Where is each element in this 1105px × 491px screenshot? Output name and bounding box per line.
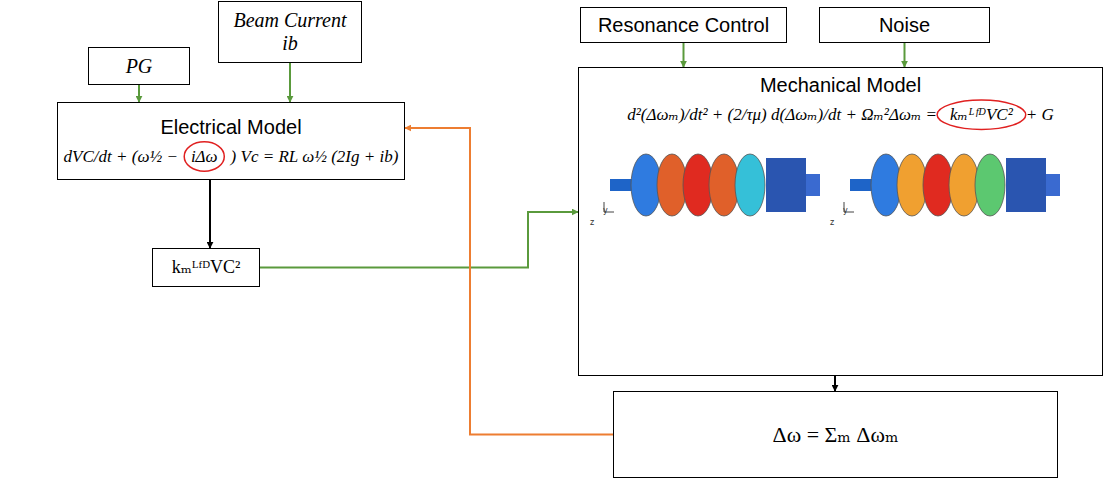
connector-arrow xyxy=(209,180,211,248)
model-box: Electrical Model dVC/dt + (ω½ − iΔω ) Vc = … xyxy=(57,102,405,180)
equation-part: dVC/dt + (ω½ − xyxy=(64,147,178,167)
box-title: Mechanical Model xyxy=(760,74,921,97)
equation-part: + G xyxy=(1026,105,1054,125)
input-box: Noise xyxy=(819,7,990,43)
axis-label: z xyxy=(590,218,594,227)
input-box: PG xyxy=(88,47,190,85)
sum-box: Δω = Σₘ Δωₘ xyxy=(613,391,1058,478)
equation-part: ) Vc = RL ω½ (2Ig + ib) xyxy=(231,147,399,167)
connector-arrow xyxy=(834,376,836,391)
cavity-cell xyxy=(709,154,739,216)
highlight-circle xyxy=(937,100,1026,129)
cavity-model xyxy=(844,154,1060,216)
model-box: Mechanical Model d²(Δωₘ)/dt² + (2/τμ) d(Δ… xyxy=(578,67,1103,376)
box-label: kₘᴸᶠᴰVC² xyxy=(164,255,249,280)
connector-arrow xyxy=(138,85,140,102)
box-label: Beam Current ib xyxy=(219,7,361,57)
equation: dVC/dt + (ω½ − iΔω ) Vc = RL ω½ (2Ig + ib) xyxy=(63,147,400,167)
equation-part: kₘᴸᶠᴰVC² xyxy=(950,105,1013,125)
cavity-cell xyxy=(871,154,901,216)
box-label: Resonance Control xyxy=(590,12,777,39)
flange xyxy=(806,174,820,196)
cavity-model xyxy=(604,154,820,216)
equation-part: iΔω xyxy=(191,147,218,167)
highlight-layer xyxy=(184,100,1026,171)
cavity-cell xyxy=(923,154,953,216)
cavity-cell xyxy=(975,154,1005,216)
cavity-cell xyxy=(631,154,661,216)
input-box: Resonance Control xyxy=(580,7,787,43)
axis-label: z xyxy=(830,218,834,227)
box-label: PG xyxy=(118,53,161,80)
term-box: kₘᴸᶠᴰVC² xyxy=(152,248,260,287)
box-title: Electrical Model xyxy=(160,116,301,139)
cavity-cell xyxy=(897,154,927,216)
box-label: Δω = Σₘ Δωₘ xyxy=(765,420,907,449)
beam-pipe xyxy=(850,179,874,191)
axis-label: y xyxy=(843,206,848,215)
connector-arrow xyxy=(260,212,578,268)
connector-arrow xyxy=(405,128,613,435)
input-box: Beam Current ib xyxy=(218,1,362,63)
cavity-illustration xyxy=(604,154,1060,216)
connector-arrow xyxy=(904,43,906,67)
axis-label: y xyxy=(603,206,608,215)
box-label: Noise xyxy=(871,12,938,39)
connector-arrow xyxy=(289,63,291,102)
cavity-cell xyxy=(683,154,713,216)
cavity-cell xyxy=(735,154,765,216)
equation: d²(Δωₘ)/dt² + (2/τμ) d(Δωₘ)/dt + Ωₘ²Δωₘ … xyxy=(626,105,1055,125)
flange xyxy=(1046,174,1060,196)
highlight-circle xyxy=(184,142,224,171)
cavity-cell xyxy=(949,154,979,216)
tuner-frame xyxy=(766,158,806,212)
tuner-frame xyxy=(1006,158,1046,212)
connector-arrow xyxy=(683,43,685,67)
beam-pipe xyxy=(610,179,634,191)
equation-part: d²(Δωₘ)/dt² + (2/τμ) d(Δωₘ)/dt + Ωₘ²Δωₘ … xyxy=(627,105,937,125)
cavity-cell xyxy=(657,154,687,216)
